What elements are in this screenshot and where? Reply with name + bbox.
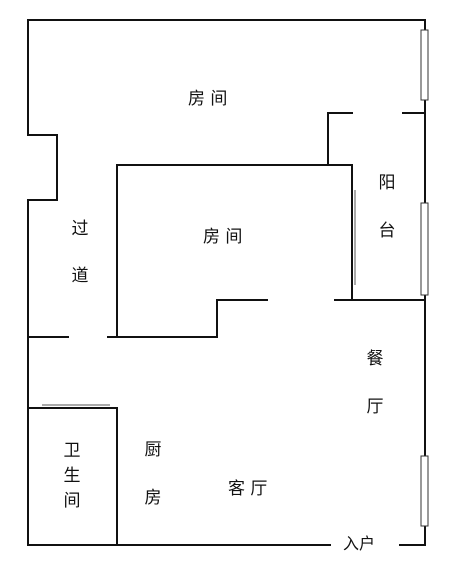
label-corridor-2: 道 [71,266,89,286]
label-corridor-1: 过 [71,219,89,239]
label-kitchen-1: 厨 [144,440,162,460]
label-living-room: 客 厅 [228,479,268,499]
label-balcony-1: 阳 [378,173,396,193]
window-top-right [420,29,429,101]
window-balcony [420,202,429,296]
label-entrance: 入户 [343,534,376,553]
label-bathroom-1: 卫 [63,441,81,461]
label-dining-2: 厅 [366,397,384,417]
label-bathroom-3: 间 [63,491,81,511]
balcony-partition-top [327,112,426,166]
label-dining-1: 餐 [366,349,384,369]
middle-room-wall [116,164,426,338]
label-bathroom-2: 生 [63,466,81,486]
label-balcony-2: 台 [378,221,396,241]
label-bedroom-top: 房 间 [188,89,228,109]
label-bedroom-middle: 房 间 [203,227,243,247]
window-dining [420,455,429,527]
bathroom-wall [27,407,118,546]
label-kitchen-2: 房 [144,488,162,508]
middle-room-lower-wall [107,299,268,338]
